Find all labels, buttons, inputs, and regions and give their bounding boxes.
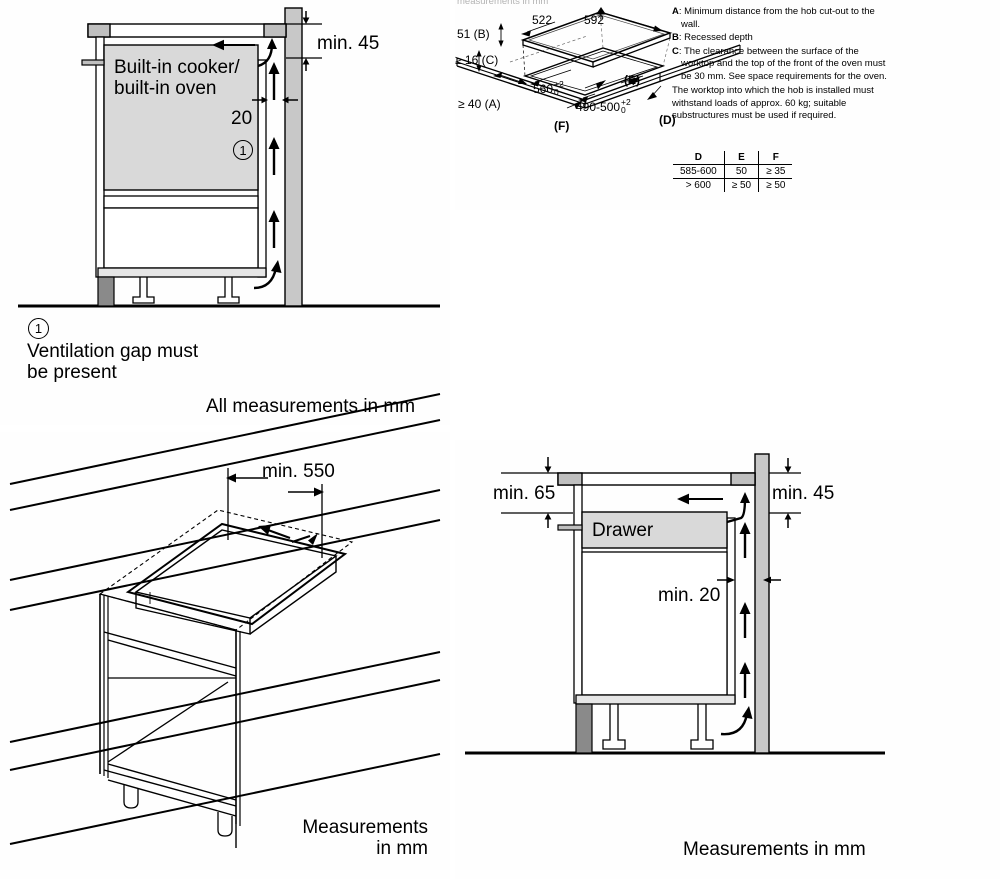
dim-cutout-depth-group: 560 +2 0 [533,79,564,98]
dim-min-550: min. 550 [262,461,335,482]
spec-table-header-row: D E F [673,151,793,165]
label-e: (E) [624,73,640,87]
dim-cutout-depth-tol-lower: 0 [554,87,559,98]
spec-col-e: E [723,151,760,165]
panel-hob-cutout: measurements in mm [455,0,1000,210]
oven-section-drawing [18,7,440,308]
spec-table-def: D E F 585-600 50 ≥ 35 > 600 ≥ 50 ≥ 50 [673,151,793,192]
cabinet-isometric-drawing [9,393,441,848]
units-note-drawer: Measurements in mm [683,839,866,860]
dim-cutout-width-tol-lower: 0 [621,105,626,116]
units-note-oven: All measurements in mm [206,396,416,417]
spec-table-row: > 600 ≥ 50 ≥ 50 [673,178,793,192]
callout-marker-1: 1 [233,140,253,160]
dim-recessed-depth-b: 51 (B) [457,27,490,41]
clipped-measurements-header: measurements in mm [457,0,549,7]
worktop-load-note: The worktop into which the hob is instal… [672,85,887,123]
legend-key-b: B [672,32,679,44]
dim-min-65: min. 65 [493,483,556,504]
legend-text-a: Minimum distance from the hob cut-out to… [681,6,875,30]
dim-cutout-width-tol-upper: +2 [621,97,631,107]
legend-text-b: Recessed depth [684,32,753,44]
spec-col-d: D [673,151,725,165]
hob-isometric-drawing [456,7,741,109]
legend-key-c: C [672,45,679,57]
spec-table-row: 585-600 50 ≥ 35 [673,164,793,179]
drawer-appliance-label: Drawer [592,520,654,541]
spec-cell-e-2: ≥ 50 [723,178,760,192]
dim-hob-width-right: 592 [584,13,605,27]
panel-oven-section: Built-in cooker/built-in oven min. 45 20… [0,0,450,425]
spec-cell-f-2: ≥ 50 [758,178,793,192]
dim-20-oven: 20 [231,108,253,129]
dim-cutout-width-group: 490-500 +2 0 [576,97,631,116]
dim-cutout-depth: 560 [533,82,554,96]
panel-drawer-section: Drawer min. 65 min. 45 min. 20 Measureme… [455,440,1000,879]
dim-min-45-oven: min. 45 [317,33,380,54]
worktop-load-note-text: The worktop into which the hob is instal… [672,85,874,122]
legend-key-a: A [672,6,679,17]
spec-cell-d-1: 585-600 [673,164,725,179]
note-marker-1: 1 [28,318,49,339]
dim-min-45-drawer: min. 45 [772,483,835,504]
legend-text-c: The clearance between the surface of the… [681,45,887,82]
dim-wall-distance-a: ≥ 40 (A) [458,97,501,111]
spec-cell-f-1: ≥ 35 [758,164,793,179]
spec-col-f: F [758,151,793,165]
dim-cutout-depth-tol-upper: +2 [554,79,564,89]
label-f: (F) [554,119,570,133]
dim-clearance-c: ≥ 16 (C) [455,53,499,67]
hob-legend: A: Minimum distance from the hob cut-out… [672,6,887,82]
dim-cutout-width: 490-500 [576,100,621,114]
dim-hob-width-left: 522 [532,13,553,27]
label-d: (D) [659,113,676,127]
dim-min-20: min. 20 [658,585,721,606]
spec-cell-d-2: > 600 [673,178,725,192]
drawer-section-drawing [465,453,885,755]
oven-appliance-label: Built-in cooker/built-in oven [114,57,240,100]
spec-cell-e-1: 50 [723,164,760,179]
